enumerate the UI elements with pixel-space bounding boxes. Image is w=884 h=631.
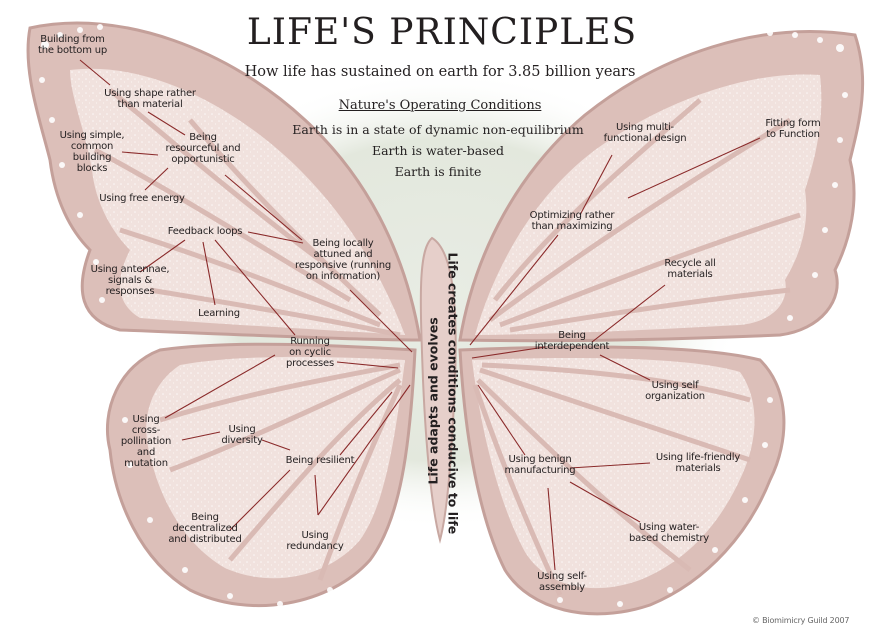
label-multifunctional-design: Using multi- functional design [603,122,687,144]
label-antennae-signals: Using antennae, signals & responses [90,264,170,297]
label-simple-building-blocks: Using simple, common building blocks [59,130,125,174]
lower-right-wing [458,345,786,616]
label-diversity: Using diversity [221,424,263,446]
operating-condition-item: Earth is finite [394,164,482,179]
operating-condition-item: Earth is water-based [371,143,505,158]
label-benign-manufacturing: Using benign manufacturing [504,454,576,476]
operating-conditions-heading: Nature's Operating Conditions [338,98,542,113]
label-shape-rather-than-material: Using shape rather than material [104,88,196,110]
upper-left-wing [26,21,422,342]
label-learning: Learning [198,308,240,319]
label-resourceful: Being resourceful and opportunistic [165,132,241,165]
label-interdependent: Being interdependent [534,330,610,352]
page-title: LIFE'S PRINCIPLES [246,12,638,53]
label-self-organization: Using self organization [645,380,705,402]
label-decentralized: Being decentralized and distributed [168,512,242,545]
label-optimizing: Optimizing rather than maximizing [529,210,615,232]
label-redundancy: Using redundancy [286,530,344,552]
label-cyclic-processes: Running on cyclic processes [286,336,334,369]
wing-edge-dots [39,24,848,607]
label-resilient: Being resilient [285,455,355,466]
label-fitting-form-function: Fitting form to Function [765,118,821,140]
connector-lines [79,59,761,571]
spine-label-right: Life creates conditions conducive to lif… [445,252,461,535]
label-self-assembly: Using self- assembly [537,571,587,593]
label-life-friendly-materials: Using life-friendly materials [655,452,741,474]
copyright-credit: © Biomimicry Guild 2007 [752,616,850,625]
label-recycle-materials: Recycle all materials [664,258,716,280]
spine-label-left: Life adapts and evolves [425,317,441,485]
label-building-bottom-up: Building from the bottom up [38,34,108,56]
label-cross-pollination: Using cross- pollination and mutation [120,414,172,469]
label-feedback-loops: Feedback loops [167,226,243,237]
operating-condition-item: Earth is in a state of dynamic non-equil… [292,122,584,137]
label-free-energy: Using free energy [99,193,185,204]
butterfly-body [419,236,457,544]
label-water-based-chemistry: Using water- based chemistry [628,522,710,544]
page-subtitle: How life has sustained on earth for 3.85… [244,64,636,80]
upper-right-wing [458,30,865,343]
lower-left-wing [105,342,417,608]
label-locally-attuned: Being locally attuned and responsive (ru… [295,238,391,282]
